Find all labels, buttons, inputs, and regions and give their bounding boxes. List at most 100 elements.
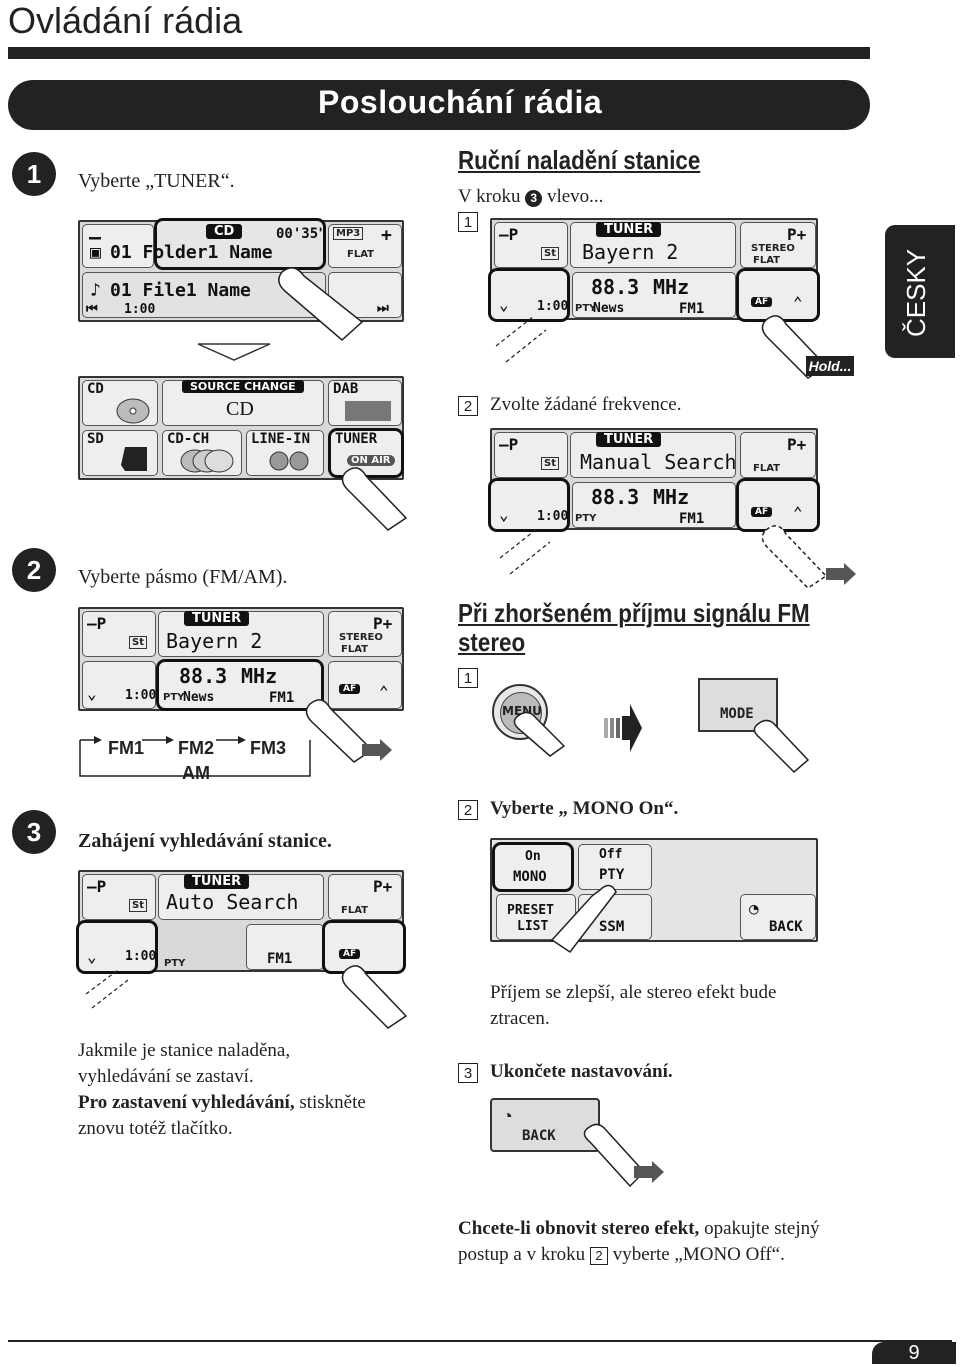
continue-arrow-icon	[826, 563, 856, 585]
back-button-large[interactable]: ◔ BACK	[490, 1098, 600, 1152]
mono-on-button[interactable]: On MONO	[492, 842, 574, 892]
source-change-tag: SOURCE CHANGE	[182, 380, 304, 393]
cd-folder-name: 01 Folder1 Name	[110, 242, 273, 263]
station-name: Bayern 2	[166, 629, 263, 653]
cd-clock: 1:00	[124, 302, 156, 317]
back-knob-icon: ◔	[749, 899, 759, 918]
band-fm3: FM3	[250, 738, 286, 758]
continue-arrow-icon	[604, 704, 642, 752]
preset-up-button[interactable]: P+ FLAT	[740, 432, 816, 478]
source-dab-button[interactable]: DAB	[328, 380, 402, 426]
band-button[interactable]: 88.3 MHz PTY News FM1	[156, 659, 324, 711]
skip-forward-icon: ⏭	[377, 301, 389, 316]
source-cdch-button[interactable]: CD-CH	[162, 430, 242, 476]
search-note-line3: Pro zastavení vyhledávání, stiskněte	[78, 1092, 366, 1113]
preset-down-button[interactable]: –P St	[82, 611, 156, 657]
weak-substep-2-text: Vyberte „ MONO On“.	[490, 798, 679, 819]
language-tab: ČESKY	[885, 225, 955, 358]
preset-down-button[interactable]: –P St	[82, 874, 156, 920]
preset-down-button[interactable]: –P St	[494, 222, 568, 268]
hand-pointer-icon	[341, 467, 408, 531]
preset-up-button[interactable]: P+ STEREO FLAT	[328, 611, 402, 657]
seek-down-button[interactable]: ⌄ 1:00	[488, 478, 570, 532]
source-current: CD	[226, 398, 254, 420]
sd-card-icon	[121, 447, 147, 471]
manual-substep-2-text: Zvolte žádané frekvence.	[490, 394, 682, 415]
mode-button[interactable]: MODE	[698, 678, 778, 732]
cd-tag: CD	[206, 224, 243, 239]
source-screen: CD SOURCE CHANGE CD DAB SD CD-CH LINE-IN…	[78, 376, 404, 480]
hand-pointer-icon	[753, 719, 810, 774]
cd-plus-button[interactable]: MP3 + FLAT	[328, 224, 402, 268]
step-3-text: Zahájení vyhledávání stanice.	[78, 830, 332, 852]
page-number: 9	[872, 1342, 956, 1364]
cd-changer-icon	[180, 449, 234, 473]
weak-substep-3-text: Ukončete nastavování.	[490, 1061, 673, 1082]
hand-pointer-icon	[341, 965, 408, 1029]
search-note-line2: vyhledávání se zastaví.	[78, 1066, 254, 1087]
page-title: Ovládání rádia	[8, 0, 243, 41]
language-tab-text: ČESKY	[901, 248, 931, 337]
tuner-screen-manual-hold: –P St TUNER Bayern 2 P+ STEREO FLAT ⌄ 1:…	[488, 218, 820, 322]
manual-search-text: Manual Search	[580, 450, 737, 474]
dab-logo-icon	[345, 401, 391, 421]
source-sd-button[interactable]: SD	[82, 430, 158, 476]
seek-up-button[interactable]: AF ⌃	[736, 478, 820, 532]
tuner-screen-band: –P St TUNER Bayern 2 P+ STEREO FLAT ⌄ 1:…	[78, 607, 404, 711]
tuner-screen-auto: –P St TUNER Auto Search P+ FLAT ⌄ 1:00 P…	[76, 870, 406, 974]
manual-substep-2: 2	[458, 396, 478, 416]
hand-pointer-dashed-icon	[495, 315, 547, 363]
mono-screen: On MONO Off PTY PRESET LIST SSM ◔ BACK	[490, 838, 818, 942]
seek-down-button[interactable]: ⌄ 1:00	[76, 920, 158, 974]
preset-up-button[interactable]: P+ STEREO FLAT	[740, 222, 816, 268]
chevron-up-icon: ⌃	[793, 293, 803, 312]
cd-time: 00'35"	[276, 226, 327, 242]
back-button[interactable]: ◔ BACK	[740, 894, 816, 940]
hand-pointer-icon	[583, 1123, 646, 1188]
continue-arrow-icon	[634, 1161, 664, 1183]
seek-up-button[interactable]: AF ⌃	[328, 661, 402, 709]
section-banner	[8, 80, 870, 130]
source-tuner-button[interactable]: TUNER ON AIR	[328, 428, 404, 478]
seek-down-button[interactable]: ⌄ 1:00	[488, 268, 570, 322]
manual-tuning-heading: Ruční naladění stanice	[458, 145, 701, 175]
folder-icon: ▣	[90, 242, 101, 263]
skip-back-icon[interactable]: ⏮	[86, 302, 98, 317]
step-number-3: 3	[12, 810, 56, 854]
source-linein-button[interactable]: LINE-IN	[246, 430, 324, 476]
tuner-screen-manual-search: –P St TUNER Manual Search P+ FLAT ⌄ 1:00…	[488, 428, 820, 532]
plug-icon	[269, 451, 309, 471]
band-cycle-diagram	[79, 736, 311, 777]
weak-signal-heading-line1: Při zhoršeném příjmu signálu FM	[458, 598, 810, 628]
cd-file-name: 01 File1 Name	[110, 280, 251, 301]
hand-pointer-dashed-icon	[761, 525, 828, 589]
pty-off-button[interactable]: Off PTY	[578, 844, 652, 890]
footer-rule	[8, 1340, 952, 1342]
chevron-up-icon: ⌃	[379, 682, 389, 701]
down-arrow-icon	[197, 343, 271, 361]
source-cd-button[interactable]: CD	[82, 380, 158, 426]
band-button[interactable]: 88.3 MHz PTY News FM1	[572, 272, 736, 318]
cd-minus-button[interactable]: –	[82, 224, 154, 268]
step-number-2: 2	[12, 548, 56, 592]
preset-up-button[interactable]: P+ FLAT	[328, 874, 402, 920]
hand-pointer-icon	[550, 884, 617, 954]
manual-substep-1: 1	[458, 212, 478, 232]
band-am: AM	[182, 763, 210, 783]
stereo-indicator: St	[129, 636, 147, 649]
on-air-icon: ON AIR	[347, 455, 395, 466]
weak-substep-1: 1	[458, 668, 478, 688]
chevron-down-icon: ⌄	[87, 947, 97, 966]
auto-search-text: Auto Search	[166, 890, 299, 914]
file-icon: ♪	[90, 280, 101, 301]
hold-label: Hold...	[806, 356, 854, 376]
band-button[interactable]: 88.3 MHz PTY FM1	[572, 482, 736, 528]
band-button[interactable]: FM1	[246, 924, 324, 970]
preset-down-button[interactable]: –P St	[494, 432, 568, 478]
weak-substep-2: 2	[458, 800, 478, 820]
band-fm2: FM2	[178, 738, 214, 758]
tuner-tag: TUNER	[184, 611, 250, 626]
hand-pointer-icon	[513, 711, 566, 757]
seek-down-button[interactable]: ⌄ 1:00	[82, 661, 156, 709]
cd-disc-icon	[116, 398, 150, 424]
